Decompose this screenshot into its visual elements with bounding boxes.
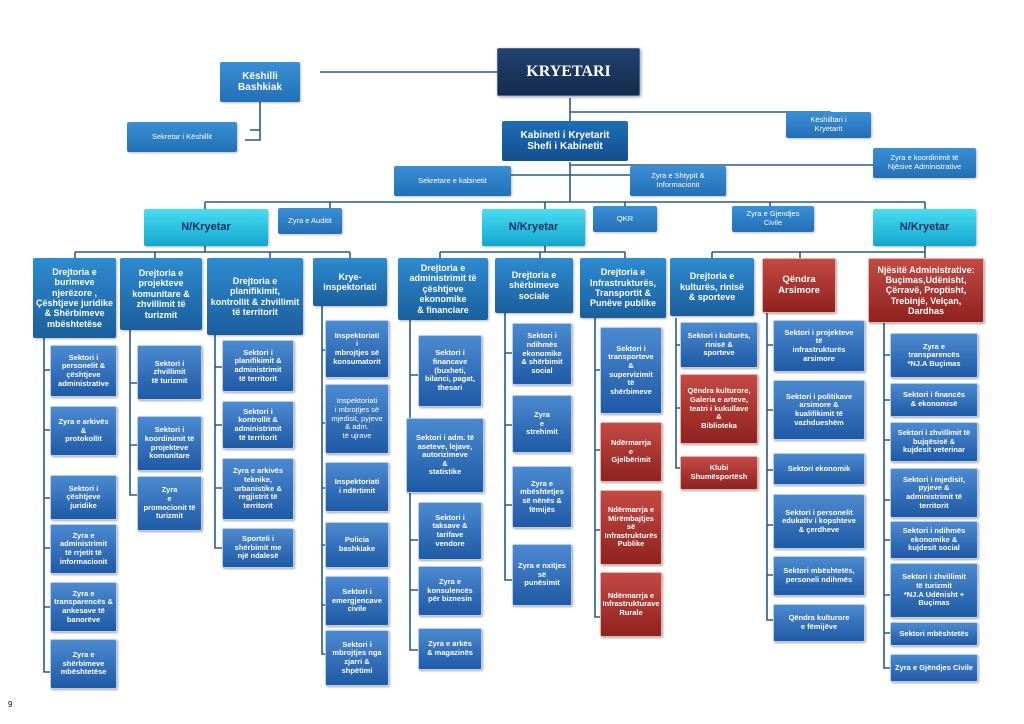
- col9-item-3: Sektori i personelit edukativ i kopshtev…: [773, 494, 865, 549]
- col10-item-2: Sektori i zhvillimit të bujqësisë & kujd…: [890, 422, 978, 462]
- territory-directorate-box: Drejtoria e planifikimit, kontrollit & z…: [207, 258, 303, 335]
- col9-item-5: Qëndra kulturore e fëmijëve: [773, 604, 865, 642]
- social-services-directorate-box: Drejtoria e shërbimeve sociale: [495, 258, 573, 313]
- col4-item-1: Inspektoriati i mbrojtjes së mjedisit, p…: [325, 384, 389, 454]
- col8-red-0: Qëndra kulturore, Galeria e arteve, teat…: [680, 374, 758, 444]
- col2-item-2: Zyra e promocionit të turizmit: [137, 476, 202, 531]
- municipal-council-box: Këshilli Bashkiak: [220, 62, 300, 102]
- cabinet-secretary-box: Sekretare e kabinetit: [394, 166, 511, 196]
- col3-item-2: Zyra e arkivës teknike, urbanistike & re…: [222, 458, 294, 520]
- col9-item-2: Sektori ekonomik: [773, 453, 865, 485]
- chief-inspectorate-box: Krye- inspektoriati: [313, 258, 387, 306]
- col10-item-6: Sektori mbështetës: [890, 622, 978, 646]
- col1-item-2: Sektori i çështjeve juridike: [50, 475, 117, 520]
- cabinet-box: Kabineti i Kryetarit Shefi i Kabinetit: [502, 121, 628, 161]
- col7-item-0: Sektori i transporteve & supervizimit të…: [600, 327, 662, 414]
- col6-item-0: Sektori i ndihmës ekonomike & shërbimit …: [512, 323, 572, 385]
- col9-item-0: Sektori i projekteve të infrastrukturës …: [773, 320, 865, 372]
- col1-item-5: Zyra e shërbimeve mbështetëse: [50, 639, 117, 689]
- col6-item-3: Zyra e nxitjes së punësimit: [512, 544, 572, 606]
- col1-item-3: Zyra e administrimit të rrjetit të infor…: [50, 524, 117, 574]
- mayor-box: KRYETARI: [497, 48, 640, 96]
- col1-item-0: Sektori i personelit & çështjeve adminis…: [50, 345, 117, 397]
- col1-item-4: Zyra e transparencës & ankesave të banor…: [50, 582, 117, 632]
- administrative-units-box: Njësitë Administrative: Buçimas,Udënisht…: [868, 258, 984, 323]
- page-number: 9: [8, 700, 13, 709]
- col2-item-1: Sektori i koordinimit të projekteve komu…: [137, 416, 202, 471]
- mayor-advisor-box: Këshilltari i Kryetarit: [786, 112, 871, 138]
- col4-item-3: Policia bashkiake: [325, 522, 389, 568]
- col10-item-5: Sektori i zhvillimit të turizmit *NJ.A U…: [890, 563, 978, 618]
- col4-item-4: Sektori i emergjencave civile: [325, 576, 389, 626]
- col10-item-3: Sektori i mjedisit, pyjeve & administrim…: [890, 468, 978, 518]
- col5-item-4: Zyra e arkës & magazinës: [418, 628, 482, 670]
- col10-item-4: Sektori i ndihmës ekonomike & kujdesit s…: [890, 521, 978, 559]
- col5-item-1: Sektori i adm. të aseteve, lejave, autor…: [406, 418, 484, 493]
- col6-item-1: Zyra e strehimit: [512, 395, 572, 453]
- col2-item-0: Sektori i zhvillimit të turizmit: [137, 345, 202, 400]
- col10-item-7: Zyra e Gjëndjes Civile: [890, 654, 978, 682]
- col6-item-2: Zyra e mbështetjes së nënës & fëmijës: [512, 466, 572, 528]
- col3-item-0: Sektori i planifikimit & administrimit t…: [222, 340, 294, 392]
- col8-item-0: Sektori i kulturës, rinisë & sporteve: [680, 322, 758, 368]
- col8-red-1: Klubi Shumësportësh: [680, 456, 758, 490]
- col4-item-0: Inspektoriati i mbrojtjes së konsumatori…: [325, 320, 389, 378]
- col7-red-2: Ndërmarrja e Infrastrukturave Rurale: [600, 572, 662, 637]
- qkr-box: QKR: [593, 206, 657, 232]
- hr-legal-directorate-box: Drejtoria e burimeve njerëzore , Çështje…: [33, 258, 116, 338]
- col10-item-1: Sektori i financës & ekonomisë: [890, 383, 978, 417]
- col9-item-1: Sektori i politikave arsimore & kualifik…: [773, 380, 865, 440]
- economy-finance-directorate-box: Drejtoria e administrimit të çështjeve e…: [398, 258, 488, 320]
- col3-item-3: Sporteli i shërbimit me një ndalesë: [222, 528, 294, 568]
- col1-item-1: Zyra e arkivës & protokollit: [50, 406, 117, 456]
- col7-red-0: Ndërmarrja e Gjelbërimit: [600, 422, 662, 482]
- education-center-box: Qëndra Arsimore: [762, 258, 836, 313]
- col9-item-4: Sektori mbështetës, personeli ndihmës: [773, 556, 865, 596]
- col5-item-0: Sektori i financave (buxheti, bilanci, p…: [418, 335, 482, 407]
- deputy-mayor-1-box: N/Kryetar: [144, 209, 268, 246]
- infrastructure-directorate-box: Drejtoria e Infrastrukturës, Transportit…: [580, 258, 666, 318]
- community-projects-directorate-box: Drejtoria e projekteve komunitare & zhvi…: [120, 258, 202, 330]
- council-secretary-box: Sekretar i Këshillit: [127, 122, 237, 152]
- col3-item-1: Sektori i kontrollit & administrimit të …: [222, 401, 294, 449]
- deputy-mayor-3-box: N/Kryetar: [873, 209, 976, 246]
- admin-units-coordination-box: Zyra e koordinimit të Njësive Administra…: [873, 148, 976, 178]
- civil-status-office-box: Zyra e Gjendjes Civile: [732, 206, 814, 232]
- col10-item-0: Zyra e transparencës *NJ.A Buçimas: [890, 333, 978, 378]
- deputy-mayor-2-box: N/Kryetar: [482, 209, 585, 246]
- press-office-box: Zyra e Shtypit & Informacionit: [630, 166, 726, 196]
- audit-office-box: Zyra e Auditit: [278, 208, 342, 234]
- culture-directorate-box: Drejtoria e kulturës, rinisë & sporteve: [670, 258, 754, 316]
- col5-item-3: Zyra e konsulencës për biznesin: [418, 566, 482, 616]
- col4-item-2: Inspektoriati i ndërtimit: [325, 462, 389, 512]
- col5-item-2: Sektori i taksave & tarifave vendore: [418, 502, 482, 560]
- col7-red-1: Ndërmarrja e Mirëmbajtjes së Infrastrukt…: [600, 490, 662, 565]
- col4-item-5: Sektori i mbrojtjes nga zjarri & shpëtim…: [325, 630, 389, 686]
